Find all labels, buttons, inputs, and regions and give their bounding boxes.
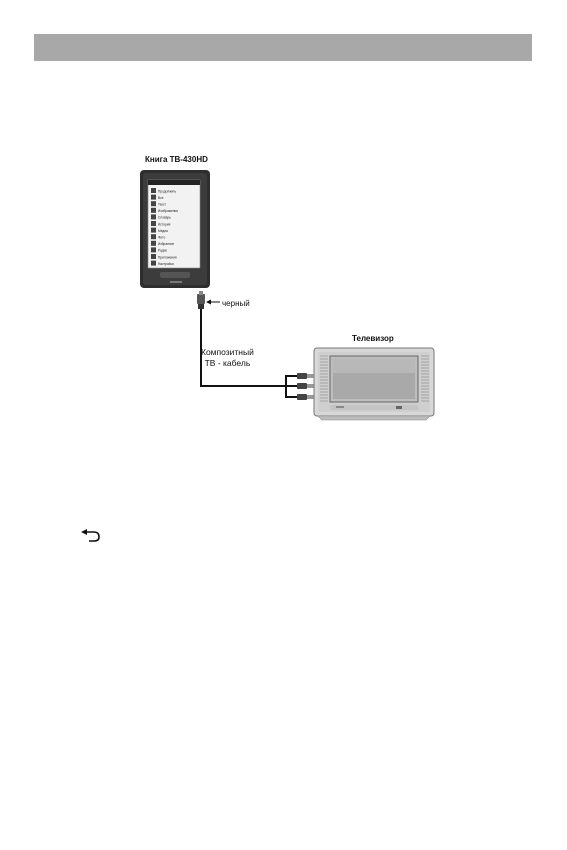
cable-type-label: Композитный ТВ - кабель bbox=[201, 347, 254, 368]
menu-item-icon bbox=[151, 227, 156, 233]
ebook-device-icon: ПродолжитьВсеТекстИзображенияСловарьИсто… bbox=[140, 170, 210, 288]
menu-item-label: Радио bbox=[158, 249, 167, 253]
menu-item-icon bbox=[151, 221, 156, 226]
tv-label: Телевизор bbox=[352, 334, 394, 343]
television-icon bbox=[313, 347, 435, 421]
menu-item-icon bbox=[151, 201, 156, 207]
back-arrow-icon bbox=[81, 529, 100, 542]
menu-item-icon bbox=[151, 214, 156, 220]
composite-cable bbox=[200, 309, 298, 398]
menu-item-icon bbox=[151, 234, 156, 240]
menu-item-icon bbox=[151, 240, 156, 246]
cable-color-label: черный bbox=[222, 299, 250, 308]
menu-item-label: Словарь bbox=[158, 216, 171, 220]
menu-item-label: Текст bbox=[158, 203, 167, 207]
rca-plug-icon bbox=[297, 373, 314, 400]
menu-item-label: Медиа bbox=[158, 229, 168, 233]
composite-plug-icon bbox=[197, 291, 205, 309]
menu-item-label: Настройки bbox=[158, 262, 174, 266]
header-bar bbox=[34, 34, 532, 61]
menu-item-icon bbox=[151, 207, 156, 213]
menu-item-label: Приложения bbox=[158, 255, 177, 259]
menu-item-icon bbox=[151, 194, 156, 200]
menu-item-icon bbox=[151, 260, 156, 266]
menu-item-icon bbox=[151, 254, 156, 259]
menu-item-label: Избранное bbox=[158, 242, 174, 246]
menu-item-label: Продолжить bbox=[158, 189, 177, 193]
menu-item-icon bbox=[151, 188, 156, 193]
menu-item-label: Изображения bbox=[158, 209, 178, 213]
menu-item-label: Фото bbox=[158, 236, 166, 240]
book-label: Книга ТВ-430HD bbox=[145, 155, 208, 164]
cable-color-arrow bbox=[206, 299, 220, 305]
menu-item-label: Все bbox=[158, 196, 164, 200]
menu-item-icon bbox=[151, 247, 156, 253]
menu-item-label: История bbox=[158, 222, 171, 226]
